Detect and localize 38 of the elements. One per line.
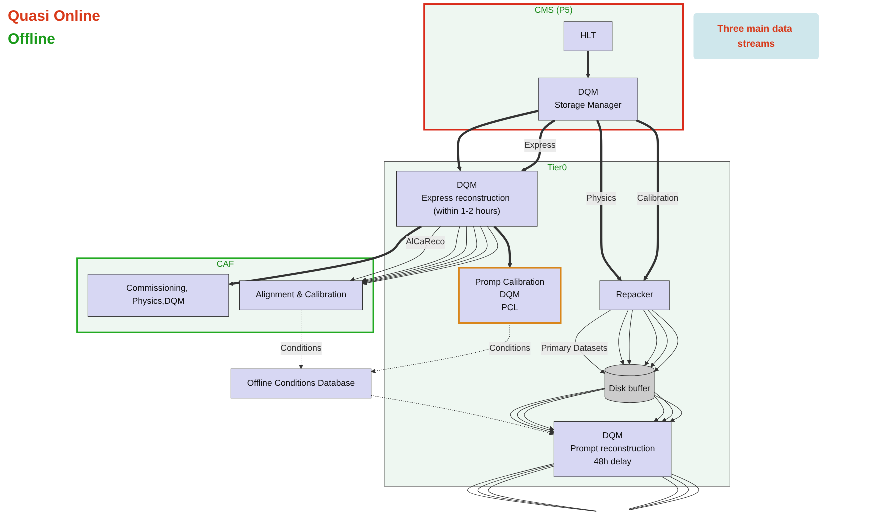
connector-line — [628, 476, 689, 510]
edge-label: Primary Datasets — [541, 344, 608, 353]
arrow — [654, 395, 682, 422]
edge-label: Express — [524, 141, 556, 150]
connector-line — [628, 476, 678, 510]
edge-label: Calibration — [637, 194, 679, 204]
connector-line — [628, 474, 700, 511]
arrow — [494, 226, 512, 268]
arrow — [457, 110, 539, 172]
arrow — [596, 120, 622, 282]
node-box: Offline Conditions Database — [230, 368, 372, 399]
region-label: Offline — [8, 31, 56, 48]
edge-label: AlCaReco — [406, 238, 446, 247]
arrow — [627, 310, 633, 365]
edge-label: Conditions — [490, 344, 531, 353]
node-box: Repacker — [600, 280, 670, 310]
node-box: DQM Express reconstruction (within 1-2 hours) — [396, 171, 538, 227]
arrow — [636, 119, 660, 282]
arrow — [586, 51, 591, 78]
arrow — [652, 310, 678, 372]
region-label: Quasi Online — [8, 8, 101, 25]
arrow — [648, 310, 668, 368]
edge-label: Conditions — [280, 344, 322, 353]
arrow — [618, 310, 629, 365]
node-box: Alignment & Calibration — [240, 280, 364, 310]
arrow — [644, 310, 658, 366]
edge-label: Physics — [586, 194, 616, 204]
arrow — [298, 310, 304, 370]
arrow — [654, 392, 674, 422]
node-box: DQM Storage Manager — [538, 78, 638, 121]
arrow — [228, 226, 422, 286]
arrow — [371, 322, 510, 374]
node-box: HLT — [564, 22, 613, 52]
node-box: Commissioning, Physics,DQM — [88, 274, 230, 317]
node-box: Promp Calibration DQM PCL — [458, 267, 562, 324]
arrow — [654, 396, 664, 422]
arrow — [371, 395, 554, 436]
node-box: DQM Prompt reconstruction 48h delay — [554, 422, 672, 478]
